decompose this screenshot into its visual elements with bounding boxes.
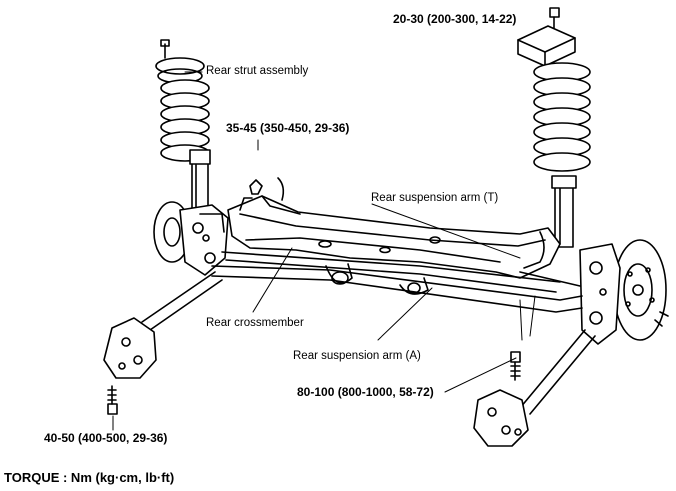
leader-lines (112, 71, 536, 431)
top-right-torque-label: 20-30 (200-300, 14-22) (393, 12, 517, 26)
rear-suspension-arm-t-label: Rear suspension arm (T) (371, 192, 499, 204)
spring-coil (533, 152, 591, 172)
trailing-rods (103, 271, 596, 447)
rear-strut-assembly-label: Rear strut assembly (206, 65, 309, 77)
torque-legend: TORQUE : Nm (kg·cm, lb·ft) (4, 470, 175, 485)
right-strut-assembly (517, 7, 591, 248)
right-hub-assembly (579, 239, 669, 345)
arm-bolt-torque-label: 80-100 (800-1000, 58-72) (297, 385, 434, 399)
left-hub-assembly (153, 201, 229, 276)
rear-crossmember-label: Rear crossmember (206, 317, 304, 329)
rear-suspension-arms (211, 231, 583, 381)
lower-left-torque-label: 40-50 (400-500, 29-36) (44, 431, 168, 445)
left-coil-spring (160, 79, 210, 162)
right-coil-spring (533, 62, 591, 172)
rear-suspension-arm-a-label: Rear suspension arm (A) (293, 350, 421, 362)
rear-crossmember-shape (227, 177, 561, 295)
strut-mount-torque-label: 35-45 (350-450, 29-36) (226, 121, 350, 135)
left-strut-assembly (155, 39, 211, 213)
